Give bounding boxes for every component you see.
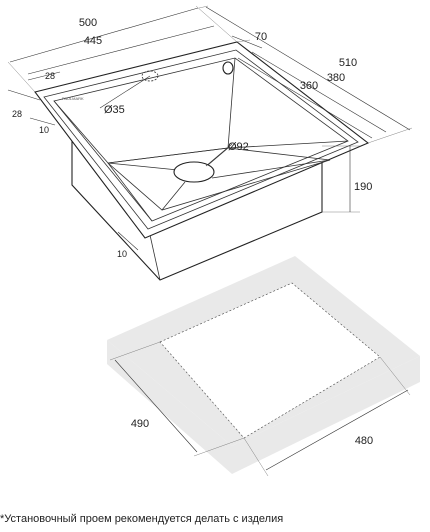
- leader-92: [205, 143, 233, 167]
- sink-body-edge: [149, 234, 161, 281]
- dim-line-510: [205, 6, 411, 131]
- dim-10-bottom: 10: [117, 249, 127, 259]
- dim-92: Ø92: [228, 141, 249, 153]
- cutout-dimensions: 490 480: [109, 341, 411, 477]
- sink-isometric: PAULMARK: [34, 41, 370, 281]
- countertop-front-face: [107, 340, 232, 474]
- dim-500: 500: [79, 17, 97, 29]
- dimension-lines: 500 445 28 28 10 70 510 380 360 Ø35 Ø92: [7, 5, 413, 259]
- drain-groove-3: [211, 159, 331, 179]
- dim-510: 510: [339, 57, 357, 69]
- cutout-opening: [160, 283, 380, 438]
- drain-groove-4: [161, 181, 186, 211]
- sink-inner-wall-right: [227, 140, 349, 149]
- drain-hole: [173, 161, 215, 183]
- leader-35: [99, 75, 151, 109]
- dim-28-top: 28: [45, 71, 55, 81]
- dim-line-28-left: [7, 89, 41, 101]
- drain-groove-2: [207, 147, 229, 166]
- dim-360: 360: [300, 80, 318, 92]
- dim-line-70: [231, 35, 263, 49]
- sink-technical-drawing: PAULMARK 500 445 28 28 10 70 510 380 36: [7, 5, 420, 477]
- sink-rim-inner-edge: [43, 49, 359, 230]
- brand-mark: PAULMARK: [62, 96, 84, 101]
- dim-line-480: [265, 389, 409, 471]
- dim-380: 380: [327, 72, 345, 84]
- installation-footnote: *Установочный проем рекомендуется делать…: [0, 513, 284, 525]
- dim-70: 70: [255, 31, 267, 43]
- dim-line-380: [251, 51, 387, 133]
- countertop-cutout: [107, 256, 420, 474]
- dim-28-left: 28: [12, 109, 22, 119]
- dim-190: 190: [354, 181, 372, 193]
- dim-line-360: [237, 57, 373, 139]
- sink-inner-wall-front: [107, 162, 153, 222]
- drain-groove-1: [107, 162, 179, 171]
- dim-line-10-left: [29, 117, 56, 126]
- tap-hole: [141, 70, 159, 82]
- dim-line-445: [27, 25, 215, 75]
- cutout-dashed-outline: [159, 282, 381, 439]
- dim-480: 480: [355, 435, 373, 447]
- countertop-right-face: [232, 356, 420, 474]
- dim-line-500: [9, 7, 199, 63]
- overflow-hole: [222, 61, 234, 75]
- dim-line-10-bottom: [117, 231, 139, 251]
- dim-line-490: [114, 359, 198, 453]
- dim-10-left: 10: [39, 125, 49, 135]
- dim-490: 490: [131, 418, 149, 430]
- dim-line-28-top: [27, 71, 61, 81]
- dim-445: 445: [84, 35, 102, 47]
- dim-35: Ø35: [104, 104, 125, 116]
